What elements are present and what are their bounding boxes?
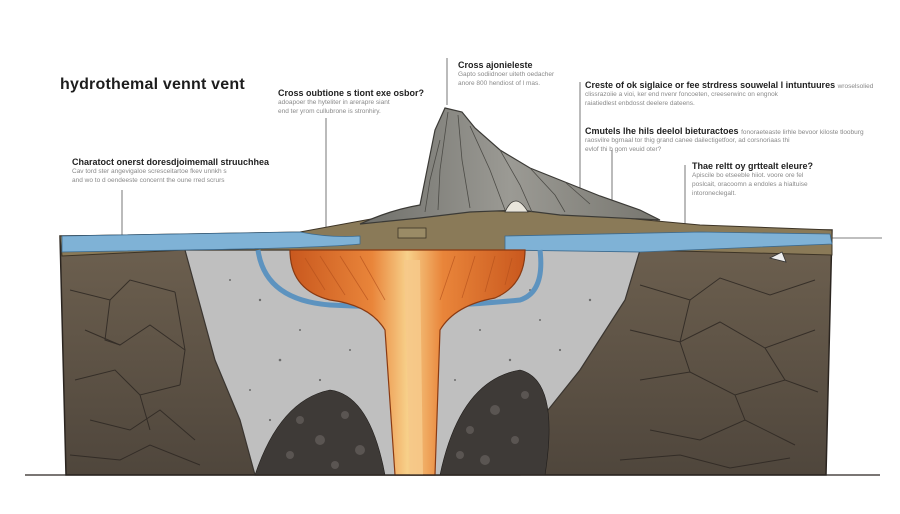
annotation-left: Charatoct onerst doresdjoimemall struuch… [72,157,269,185]
annotation-right-top: Creste of ok siglaice or fee strdress so… [585,80,873,108]
annotation-right-top-heading-tail: wroselsolied [837,83,874,90]
annotation-center-heading: Cross ajonieleste [458,60,533,70]
annotation-right-top-line-1: clissrazoiie a vioi, ker end nvenr fonco… [585,91,778,98]
annotation-center-line-2: anore 800 hendiost of l mas. [458,80,541,87]
annotation-right-low-line-1: Apiscile bo etseeble hiiot. voore ore fe… [692,172,804,179]
boulder-highlights [286,391,529,469]
annotation-center-left-line-2: end ter yrom cullubrone is stronhiry. [278,108,381,115]
annotation-right-mid: Cmutels lhe hils deelol bieturactoes fon… [585,126,864,154]
annotation-right-mid-heading-main: Cmutels lhe hils deelol bieturactoes [585,126,739,136]
annotation-center-line-1: Gapto sodiidnoer uiteth oedacher [458,71,555,78]
surface-fragment [768,251,787,263]
annotation-center-left: Cross oubtione s tiont exe osbor? adoapo… [278,88,424,116]
mountain-ridges [424,111,591,213]
annotation-right-low-line-2: poslcait, oracoomn a endoles a hialtuise [692,181,808,188]
annotation-right-low-line-3: intoroneclegalt. [692,190,737,197]
magma-stripes [304,255,513,301]
annotation-right-top-line-2: raiatiedlest enbdosst deelere dateens. [585,100,695,107]
annotation-right-low-heading: Thae reltt oy grttealt eleure? [692,161,814,171]
annotation-right-mid-heading-tail: fonoraeteaste lirhle bevoor kiloste tloo… [741,129,864,136]
vent-opening [397,227,427,239]
annotation-center-left-line-1: adoapoer the hyteliter in arerapre siant [278,99,390,106]
annotation-center: Cross ajonieleste Gapto sodiidnoer uitet… [458,60,554,88]
annotation-center-left-heading: Cross oubtione s tiont exe osbor? [278,88,425,98]
diagram-title: hydrothemal vennt vent [60,76,245,93]
annotation-right-top-heading: Creste of ok siglaice or fee strdress so… [585,80,873,90]
annotation-right-low: Thae reltt oy grttealt eleure? Apiscile … [692,161,813,198]
rock-cracks [69,277,819,469]
magma-conduit-core [404,260,423,475]
annotation-right-top-heading-main: Creste of ok siglaice or fee strdress so… [585,80,836,90]
mountain-arch [504,200,529,213]
annotation-left-heading: Charatoct onerst doresdjoimemall struuch… [72,157,270,167]
annotation-right-mid-line-2: evlof thi b gom veuid oter? [585,146,662,153]
volcano-mountain [359,107,661,225]
annotation-right-mid-line-1: raosvilre bgrnaal tor thig grand canee d… [585,137,790,144]
water-layer-left [61,231,361,253]
annotation-right-mid-heading: Cmutels lhe hils deelol bieturactoes fon… [585,126,864,136]
annotation-left-line-1: Cav tord ster angevigaloe scresceitartoe… [72,168,227,175]
annotation-left-line-2: and wo to d oendeeste concernt the oune … [72,177,225,184]
